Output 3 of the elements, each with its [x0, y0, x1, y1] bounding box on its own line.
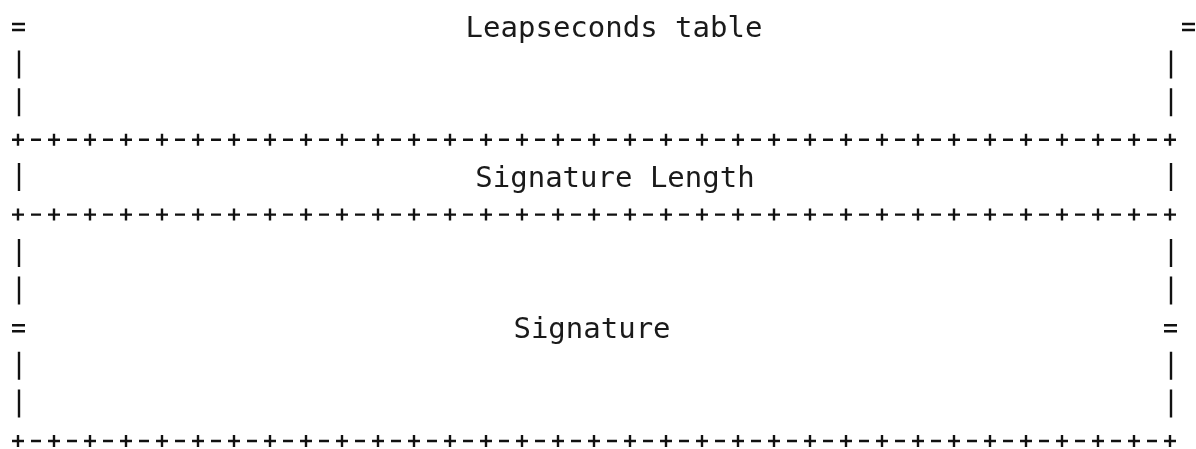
field-label: Signature Length — [475, 162, 755, 192]
field-label: Leapseconds table — [465, 12, 763, 42]
field-label: Signature — [513, 313, 671, 343]
